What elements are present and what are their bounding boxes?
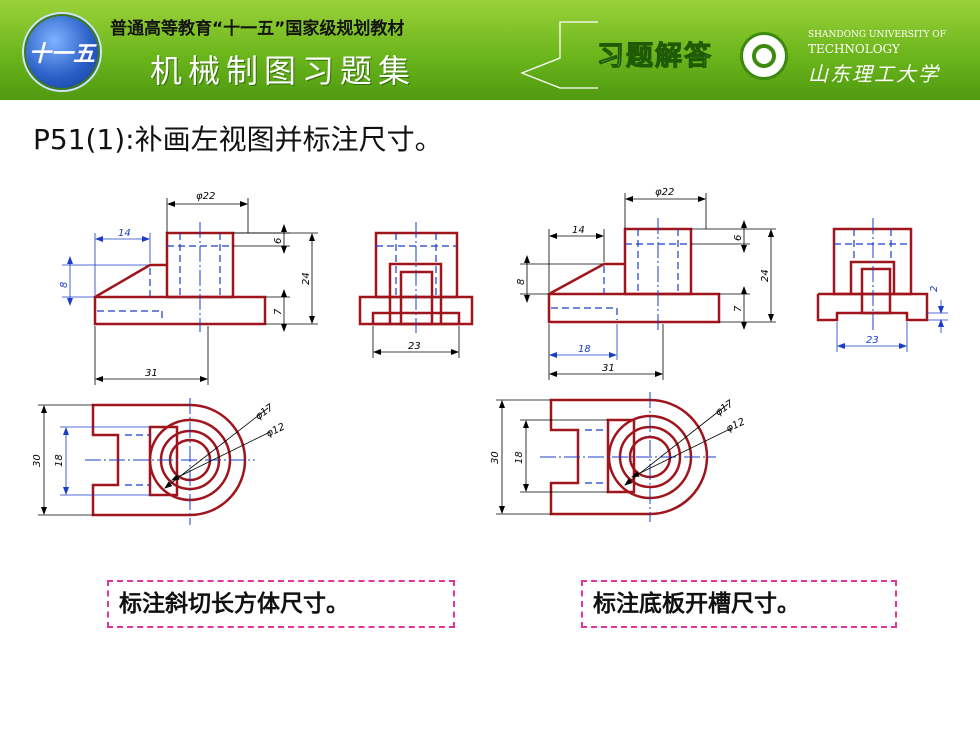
dim-30: 30 xyxy=(32,454,43,467)
dim-14: 14 xyxy=(118,228,131,239)
dim-24: 24 xyxy=(301,272,312,285)
book-title: 机械制图习题集 xyxy=(150,52,417,90)
answer-label: 习题解答 xyxy=(597,41,713,73)
right-side-dimensions: 23 2 xyxy=(836,286,948,352)
dim-6: 6 xyxy=(733,235,744,241)
dim-7: 7 xyxy=(733,305,744,312)
note-right: 标注底板开槽尺寸。 xyxy=(581,580,897,628)
dim-phi22: φ22 xyxy=(655,187,674,198)
dim-8: 8 xyxy=(59,282,70,288)
dim-7: 7 xyxy=(273,308,284,315)
dim-23: 23 xyxy=(866,335,879,346)
divider-line xyxy=(520,21,598,89)
header-banner: 十一五 普通高等教育“十一五”国家级规划教材 机械制图习题集 习题解答 SHAN… xyxy=(0,0,980,100)
university-name-cn: 山东理工大学 xyxy=(808,62,940,86)
left-side-view xyxy=(358,222,474,333)
right-front-view xyxy=(547,218,721,330)
dim-phi12: φ12 xyxy=(265,422,287,440)
logo-text: 十一五 xyxy=(28,41,95,67)
dim-18-slot: 18 xyxy=(578,344,591,355)
dim-phi22: φ22 xyxy=(196,191,215,202)
dim-18: 18 xyxy=(514,451,525,464)
textbook-logo: 十一五 xyxy=(22,12,102,92)
dim-31: 31 xyxy=(602,363,615,374)
right-top-view xyxy=(540,392,716,522)
dim-14: 14 xyxy=(572,225,585,236)
left-front-dimensions: φ22 14 8 6 24 7 31 xyxy=(59,191,318,385)
dim-8: 8 xyxy=(516,279,527,285)
dim-phi12: φ12 xyxy=(725,417,747,435)
dim-phi17: φ17 xyxy=(713,398,736,418)
university-name-en-1: SHANDONG UNIVERSITY OF xyxy=(808,30,946,40)
left-top-view xyxy=(85,398,255,525)
left-side-dimensions: 23 xyxy=(372,326,460,358)
dim-6: 6 xyxy=(273,238,284,244)
dim-18: 18 xyxy=(54,454,65,467)
note-left: 标注斜切长方体尺寸。 xyxy=(107,580,455,628)
left-front-view xyxy=(93,222,267,332)
dim-23: 23 xyxy=(408,341,421,352)
dim-30: 30 xyxy=(490,451,501,464)
left-top-dimensions: φ17 φ12 30 18 xyxy=(32,402,287,516)
university-name-en-2: TECHNOLOGY xyxy=(808,42,900,56)
university-emblem-icon xyxy=(740,32,788,80)
right-front-dimensions: φ22 14 8 6 24 7 18 31 xyxy=(516,187,776,380)
series-title: 普通高等教育“十一五”国家级规划教材 xyxy=(110,19,405,39)
dim-24: 24 xyxy=(760,269,771,282)
dim-phi17: φ17 xyxy=(253,402,276,422)
right-top-dimensions: φ17 φ12 30 18 xyxy=(490,398,747,515)
page-title: P51(1):补画左视图并标注尺寸。 xyxy=(33,123,443,156)
dim-2: 2 xyxy=(929,286,940,292)
dim-31: 31 xyxy=(145,368,158,379)
right-side-view xyxy=(816,218,929,330)
